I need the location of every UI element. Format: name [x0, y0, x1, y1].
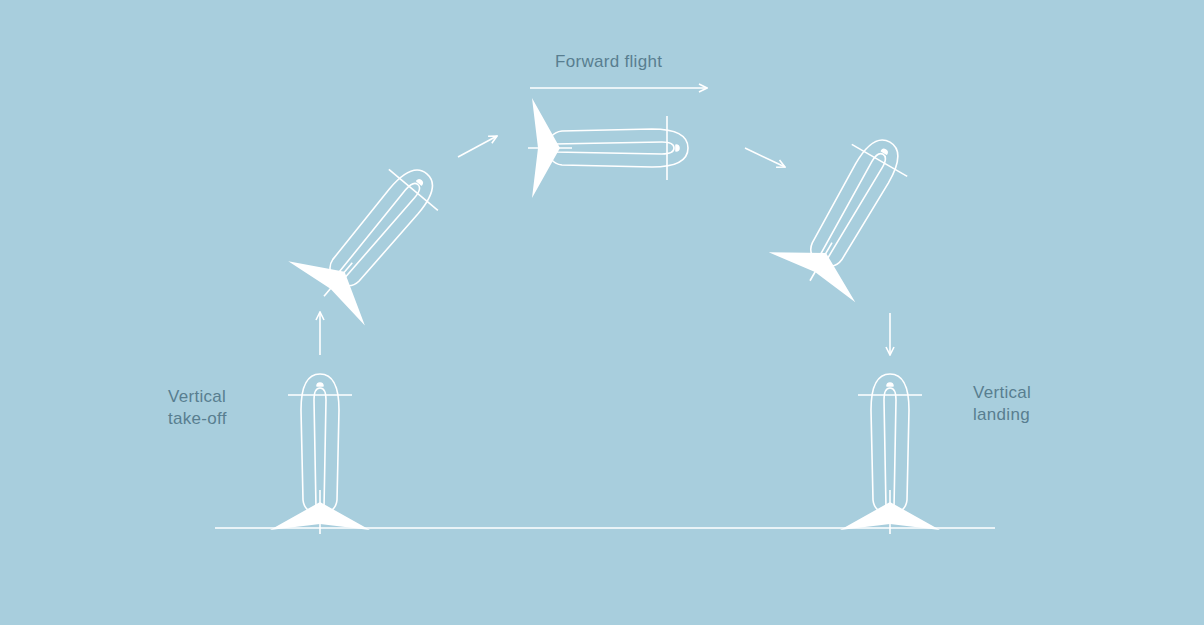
drone-climb — [286, 142, 465, 329]
stage-label: Vertical landing — [973, 382, 1055, 426]
drone-cruise — [528, 98, 688, 198]
stage-label: Vertical take-off — [168, 386, 250, 430]
ground-line — [215, 527, 995, 529]
stage-label: Forward flight — [555, 51, 755, 73]
drone-descent — [767, 117, 934, 306]
up-arrow — [319, 312, 321, 355]
climb-arrow — [458, 136, 497, 157]
forward-arrow — [530, 87, 707, 89]
descent-arrow — [745, 148, 785, 167]
drone-takeoff — [270, 374, 370, 534]
down-arrow — [889, 313, 891, 355]
drone-landing — [840, 374, 940, 534]
